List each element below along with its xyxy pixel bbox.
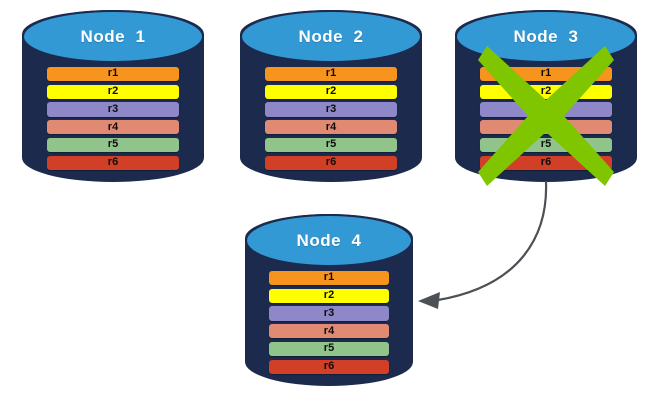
record-r4[interactable]: r4 xyxy=(268,324,390,339)
record-r4[interactable]: r4 xyxy=(480,120,612,135)
record-r5[interactable]: r5 xyxy=(265,137,397,153)
node-4-top-disc xyxy=(245,214,413,268)
node-3-cylinder[interactable]: Node 3 r1 r2 r3 r4 r5 r6 xyxy=(455,10,637,182)
record-r2[interactable]: r2 xyxy=(480,84,612,99)
record-r4[interactable]: r4 xyxy=(47,120,179,135)
record-r3[interactable]: r3 xyxy=(480,102,612,117)
node-1-records: r1 r2 r3 r4 r5 r6 xyxy=(47,66,179,170)
node-4-label: Node 4 xyxy=(296,230,362,250)
record-r5[interactable]: r5 xyxy=(47,137,179,153)
node-2-label: Node 2 xyxy=(298,26,364,46)
record-r1[interactable]: r1 xyxy=(268,270,390,286)
record-r6[interactable]: r6 xyxy=(480,155,612,170)
node-1-top-disc xyxy=(22,10,204,64)
node-2-cylinder[interactable]: Node 2 r1 r2 r3 r4 r5 r6 xyxy=(240,10,422,182)
record-r1[interactable]: r1 xyxy=(47,66,179,82)
record-r5[interactable]: r5 xyxy=(268,341,390,357)
record-r3[interactable]: r3 xyxy=(268,306,390,321)
record-r6[interactable]: r6 xyxy=(268,359,390,374)
record-r6[interactable]: r6 xyxy=(47,155,179,170)
record-r2[interactable]: r2 xyxy=(268,288,390,303)
node-3-label: Node 3 xyxy=(513,26,579,46)
record-r4[interactable]: r4 xyxy=(265,120,397,135)
record-r3[interactable]: r3 xyxy=(47,102,179,117)
node-1-label: Node 1 xyxy=(80,26,146,46)
record-r2[interactable]: r2 xyxy=(47,84,179,99)
node-2-top-disc xyxy=(240,10,422,64)
record-r2[interactable]: r2 xyxy=(265,84,397,99)
record-r5[interactable]: r5 xyxy=(480,137,612,153)
record-r1[interactable]: r1 xyxy=(480,66,612,82)
node-4-cylinder[interactable]: Node 4 r1 r2 r3 r4 r5 r6 xyxy=(245,214,413,386)
node-3-records: r1 r2 r3 r4 r5 r6 xyxy=(480,66,612,170)
node-2-records: r1 r2 r3 r4 r5 r6 xyxy=(265,66,397,170)
record-r1[interactable]: r1 xyxy=(265,66,397,82)
node-4-records: r1 r2 r3 r4 r5 r6 xyxy=(268,270,390,374)
record-r6[interactable]: r6 xyxy=(265,155,397,170)
node-1-cylinder[interactable]: Node 1 r1 r2 r3 r4 r5 r6 xyxy=(22,10,204,182)
record-r3[interactable]: r3 xyxy=(265,102,397,117)
